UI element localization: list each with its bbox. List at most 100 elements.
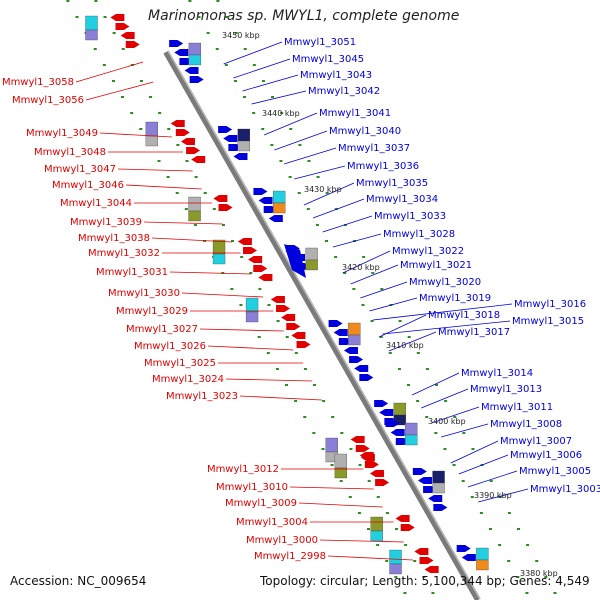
- right-gene-label[interactable]: Mmwyl1_3033: [374, 211, 446, 222]
- left-gene-label[interactable]: Mmwyl1_3044: [60, 198, 132, 209]
- tick-mark: [452, 464, 456, 466]
- right-gene-label[interactable]: Mmwyl1_3016: [514, 299, 586, 310]
- left-gene-label[interactable]: Mmwyl1_3009: [225, 498, 297, 509]
- tick-mark: [388, 352, 392, 354]
- right-gene-label[interactable]: Mmwyl1_3035: [356, 178, 428, 189]
- tick-mark: [413, 560, 417, 562]
- right-gene-label[interactable]: Mmwyl1_3007: [500, 436, 572, 447]
- right-gene-label[interactable]: Mmwyl1_3003: [530, 484, 600, 495]
- leader-line: [441, 423, 489, 438]
- right-gene-label[interactable]: Mmwyl1_3008: [490, 419, 562, 430]
- cog-block: [245, 311, 259, 323]
- left-gene-label[interactable]: Mmwyl1_3025: [144, 358, 216, 369]
- left-gene-label[interactable]: Mmwyl1_3010: [216, 482, 288, 493]
- right-gene-label[interactable]: Mmwyl1_3043: [300, 70, 372, 81]
- right-gene-label[interactable]: Mmwyl1_3034: [366, 194, 438, 205]
- tick-mark: [348, 496, 352, 498]
- right-gene-label[interactable]: Mmwyl1_3045: [292, 54, 364, 65]
- kbp-label: 3420 kbp: [342, 263, 380, 272]
- tick-mark: [471, 448, 475, 450]
- left-gene-label[interactable]: Mmwyl1_3032: [88, 248, 160, 259]
- tick-mark: [315, 224, 319, 226]
- tick-mark: [357, 512, 361, 514]
- kbp-label: 3410 kbp: [386, 341, 424, 350]
- leader-line: [458, 454, 509, 475]
- tick-mark: [285, 384, 289, 386]
- cog-block: [305, 247, 318, 261]
- left-gene-label[interactable]: Mmwyl1_3039: [70, 217, 142, 228]
- right-gene-label[interactable]: Mmwyl1_3015: [512, 316, 584, 327]
- left-gene-label[interactable]: Mmwyl1_3038: [78, 233, 150, 244]
- tick-mark: [266, 352, 270, 354]
- leader-line: [303, 182, 355, 206]
- cog-block: [188, 210, 201, 222]
- right-gene-label[interactable]: Mmwyl1_3013: [470, 384, 542, 395]
- gene-arrow: [120, 32, 135, 39]
- gene-arrow: [286, 323, 301, 330]
- right-gene-label[interactable]: Mmwyl1_3006: [510, 450, 582, 461]
- left-gene-label[interactable]: Mmwyl1_3049: [26, 128, 98, 139]
- leader-line: [372, 303, 513, 321]
- left-gene-label[interactable]: Mmwyl1_3000: [246, 535, 318, 546]
- right-gene-label[interactable]: Mmwyl1_3011: [481, 402, 553, 413]
- left-gene-label[interactable]: Mmwyl1_3004: [236, 517, 308, 528]
- right-gene-label[interactable]: Mmwyl1_3042: [308, 86, 380, 97]
- left-gene-label[interactable]: Mmwyl1_3048: [34, 147, 106, 158]
- gene-arrow: [184, 67, 199, 74]
- left-gene-label[interactable]: Mmwyl1_3026: [134, 341, 206, 352]
- tick-mark: [231, 240, 235, 242]
- right-gene-label[interactable]: Mmwyl1_3014: [461, 368, 533, 379]
- cog-block: [334, 453, 348, 469]
- left-gene-label[interactable]: Mmwyl1_3023: [166, 391, 238, 402]
- cog-block: [476, 559, 489, 571]
- kbp-label: 3390 kbp: [474, 491, 512, 500]
- left-gene-label[interactable]: Mmwyl1_2998: [254, 551, 326, 562]
- tick-mark: [498, 496, 502, 498]
- right-gene-label[interactable]: Mmwyl1_3020: [409, 277, 481, 288]
- right-gene-label[interactable]: Mmwyl1_3040: [329, 126, 401, 137]
- left-gene-label[interactable]: Mmwyl1_3027: [126, 324, 198, 335]
- genome-backbone: [163, 50, 481, 600]
- left-gene-label[interactable]: Mmwyl1_3030: [108, 288, 180, 299]
- tick-mark: [525, 592, 529, 594]
- tick-mark: [224, 64, 228, 66]
- leader-line: [322, 215, 373, 233]
- cog-block: [348, 322, 361, 336]
- right-gene-label[interactable]: Mmwyl1_3037: [338, 143, 410, 154]
- right-gene-label[interactable]: Mmwyl1_3051: [284, 37, 356, 48]
- gene-arrow: [223, 135, 238, 142]
- left-gene-label[interactable]: Mmwyl1_3056: [12, 95, 84, 106]
- gene-arrow: [385, 420, 400, 427]
- tick-mark: [280, 112, 284, 114]
- gene-arrow: [328, 320, 343, 327]
- right-gene-label[interactable]: Mmwyl1_3021: [400, 260, 472, 271]
- right-gene-label[interactable]: Mmwyl1_3019: [419, 293, 491, 304]
- tick-mark: [403, 592, 407, 594]
- accession-text: Accession: NC_009654: [10, 574, 147, 588]
- left-gene-label[interactable]: Mmwyl1_3031: [96, 267, 168, 278]
- right-gene-label[interactable]: Mmwyl1_3005: [519, 466, 591, 477]
- leader-line: [283, 147, 337, 165]
- gene-arrow: [189, 76, 204, 83]
- right-gene-label[interactable]: Mmwyl1_3041: [319, 108, 391, 119]
- gene-features: [85, 14, 489, 575]
- tick-mark: [397, 368, 401, 370]
- left-gene-label[interactable]: Mmwyl1_3047: [44, 164, 116, 175]
- right-gene-label[interactable]: Mmwyl1_3017: [438, 327, 510, 338]
- leader-line: [181, 292, 264, 298]
- tick-mark: [361, 304, 365, 306]
- cog-block: [145, 121, 159, 137]
- right-gene-label[interactable]: Mmwyl1_3018: [428, 310, 500, 321]
- left-gene-label[interactable]: Mmwyl1_3029: [116, 306, 188, 317]
- right-gene-label[interactable]: Mmwyl1_3036: [347, 161, 419, 172]
- left-gene-label[interactable]: Mmwyl1_3046: [52, 180, 124, 191]
- right-gene-label[interactable]: Mmwyl1_3022: [392, 246, 464, 257]
- tick-mark: [431, 592, 435, 594]
- right-gene-label[interactable]: Mmwyl1_3028: [383, 229, 455, 240]
- left-gene-label[interactable]: Mmwyl1_3024: [152, 374, 224, 385]
- tick-mark: [285, 336, 289, 338]
- left-gene-label[interactable]: Mmwyl1_3012: [207, 464, 279, 475]
- cog-block: [245, 297, 259, 313]
- left-gene-label[interactable]: Mmwyl1_3058: [2, 77, 74, 88]
